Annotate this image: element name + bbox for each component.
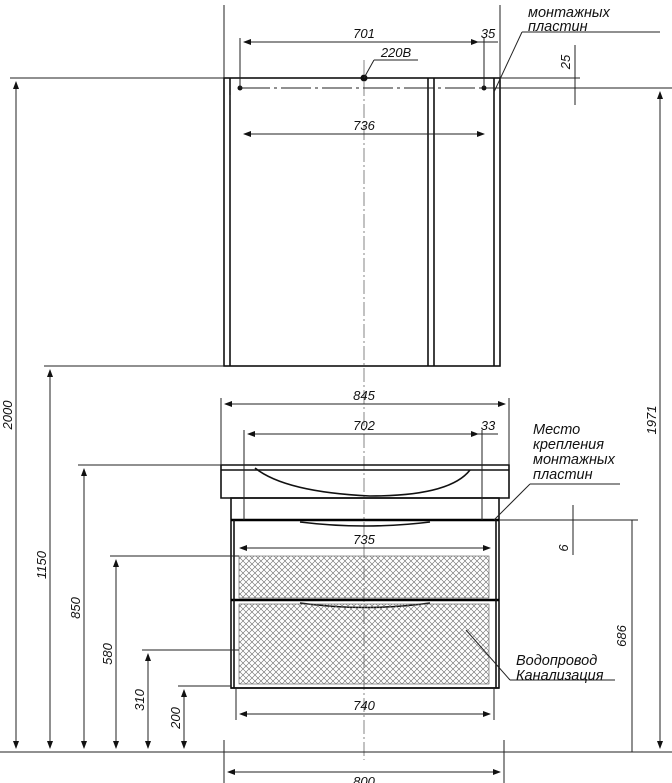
dim-800: 800 xyxy=(353,774,375,783)
dim-6: 6 xyxy=(556,544,571,552)
label-drain: Канализация xyxy=(516,668,604,684)
dim-701: 701 xyxy=(353,26,375,41)
dim-845: 845 xyxy=(353,388,375,403)
dim-1971: 1971 xyxy=(644,406,659,435)
basin-outline xyxy=(220,464,510,499)
label-plate-note-2: крепления xyxy=(533,437,604,453)
dim-1150: 1150 xyxy=(34,550,49,579)
vanity-dimensions: 845 702 33 Место крепления монтажных пла… xyxy=(220,388,638,783)
water-zone xyxy=(238,555,490,599)
dim-35: 35 xyxy=(481,26,496,41)
dim-310: 310 xyxy=(132,688,147,710)
dim-702: 702 xyxy=(353,418,375,433)
dim-740: 740 xyxy=(353,698,375,713)
dim-25: 25 xyxy=(558,54,573,70)
dim-580: 580 xyxy=(100,642,115,664)
dim-686: 686 xyxy=(614,624,629,646)
label-220v: 220В xyxy=(380,45,412,60)
height-dimensions: 2000 1971 1150 850 580 310 200 xyxy=(0,77,672,753)
label-water: Водопровод xyxy=(516,653,597,669)
label-mount-plates-2: пластин xyxy=(528,19,588,35)
dim-735: 735 xyxy=(353,532,375,547)
dim-2000: 2000 xyxy=(0,400,15,431)
vanity xyxy=(220,464,510,689)
dim-850: 850 xyxy=(68,596,83,618)
basin-bowl xyxy=(254,467,471,497)
dim-736: 736 xyxy=(353,118,375,133)
label-plate-note-1: Место xyxy=(533,422,580,438)
label-mount-plates-1: монтажных xyxy=(528,5,611,21)
drain-zone xyxy=(238,603,490,685)
label-plate-note-4: пластин xyxy=(533,467,593,483)
dim-200: 200 xyxy=(168,706,183,729)
cabinet-dimensions: 701 35 220В 736 25 монтажных пластин xyxy=(223,5,660,137)
mirror-cabinet xyxy=(223,60,575,760)
dim-33: 33 xyxy=(481,418,496,433)
label-plate-note-3: монтажных xyxy=(533,452,616,468)
